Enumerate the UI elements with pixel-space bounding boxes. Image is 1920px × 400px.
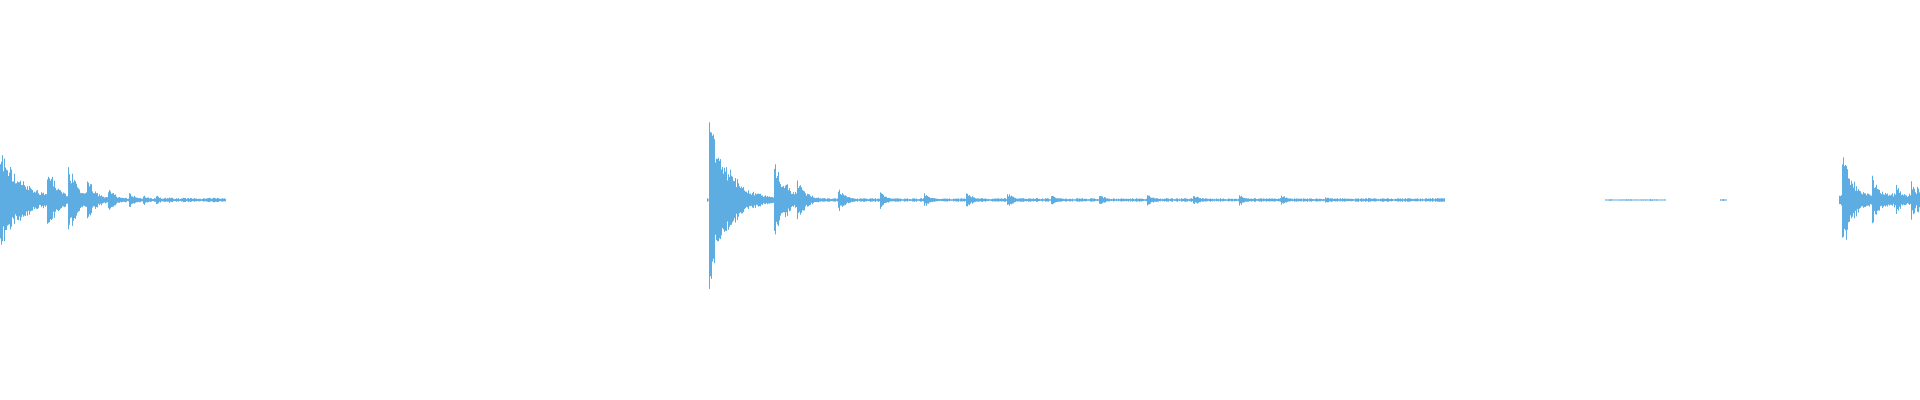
waveform-path (707, 122, 1445, 289)
waveform-clip-1 (0, 155, 226, 245)
waveform-clip-3 (1605, 199, 1666, 201)
waveform-clip-4 (1720, 199, 1727, 201)
waveform-clip-2 (707, 122, 1445, 289)
waveform-path (1839, 157, 1920, 240)
waveform-clip-5 (1839, 157, 1920, 240)
